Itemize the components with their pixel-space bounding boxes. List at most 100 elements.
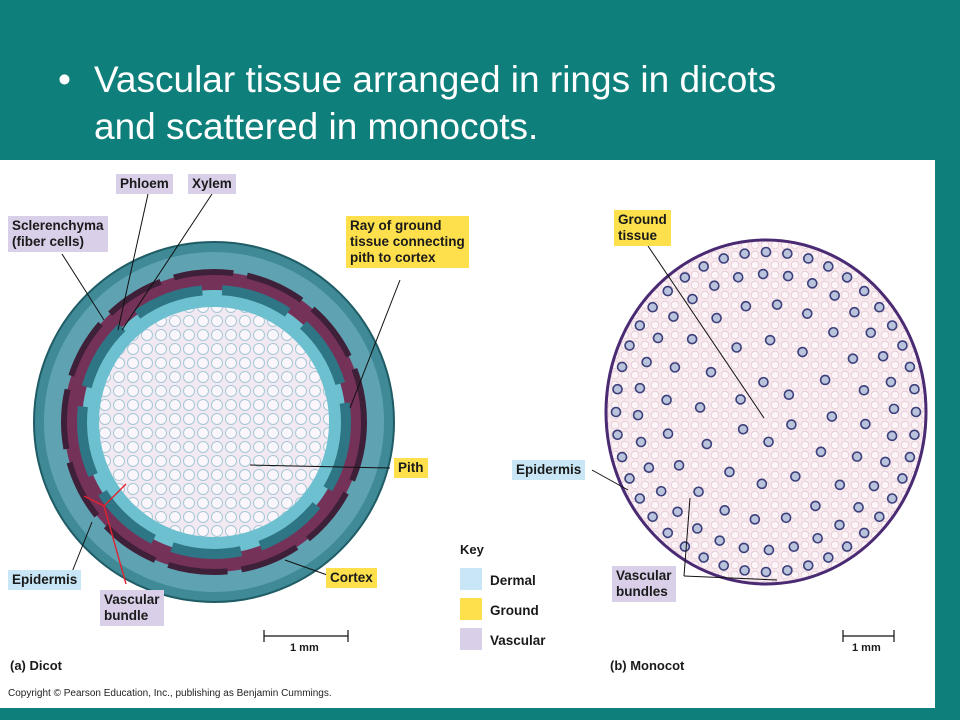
vascular-bundle-dot [904,361,916,373]
vascular-bundle-dot [763,544,775,556]
vascular-bundle-dot [782,248,793,259]
vascular-bundle-dot [668,311,679,322]
label-sclerenchyma: Sclerenchyma (fiber cells) [8,216,108,252]
dicot-scale-label: 1 mm [290,642,319,654]
vascular-bundle-dot [865,327,877,339]
vascular-bundle-dot [634,493,646,504]
vascular-bundle-dot [731,342,742,353]
vascular-bundle-dot [662,285,674,297]
vascular-bundle-dot [910,406,922,418]
vascular-bundle-dot [904,451,916,463]
vascular-bundle-dot [740,300,752,312]
vascular-bundle-dot [909,383,920,395]
vascular-bundle-dot [780,512,792,524]
vascular-bundle-dot [624,473,635,484]
vascular-bundle-dot [739,565,750,576]
vascular-bundle-dot [851,451,863,462]
dicot-pith [99,307,329,537]
vascular-bundle-dot [641,356,652,368]
vascular-bundle-dot [802,560,814,571]
vascular-bundle-dot [647,511,658,523]
vascular-bundle-dot [758,376,769,388]
vascular-bundle-dot [886,493,898,504]
vascular-bundle-dot [672,506,683,518]
vascular-bundle-dot [739,248,750,259]
vascular-bundle-dot [647,301,658,313]
vascular-bundle-dot [815,446,827,458]
vascular-bundle-dot [662,428,674,440]
vascular-bundle-dot [790,471,801,482]
vascular-bundle-dot [732,271,744,283]
vascular-bundle-dot [714,535,726,546]
vascular-bundle-dot [693,486,704,498]
dicot-caption: (a) Dicot [10,658,62,673]
vascular-bundle-dot [760,566,772,578]
vascular-bundle-dot [797,346,808,358]
vascular-bundle-dot [624,340,635,351]
vascular-bundle-dot [616,451,628,463]
vascular-bundle-dot [757,268,769,280]
vascular-bundle-dot [764,334,776,346]
vascular-bundle-dot [718,253,730,264]
label-ray-of-ground-tissue: Ray of ground tissue connecting pith to … [346,216,469,268]
vascular-bundle-dot [634,320,646,331]
vascular-bundle-dot [756,478,768,490]
vascular-bundle-dot [711,312,722,324]
vascular-bundle-dot [897,340,908,351]
vascular-bundle-dot [823,552,834,563]
vascular-bundle-dot [819,374,831,386]
vascular-bundle-dot [858,384,870,396]
vascular-bundle-dot [655,485,667,497]
vascular-bundle-dot [701,438,713,450]
vascular-bundle-dot [652,332,664,344]
key-label-ground: Ground [490,603,539,618]
vascular-bundle-dot [719,505,730,516]
vascular-bundle-dot [718,560,730,571]
vascular-bundle-dot [880,456,891,468]
key-title: Key [460,542,484,557]
label-ground-tissue: Ground tissue [614,210,671,246]
monocot-stem [604,238,928,586]
vascular-bundle-dot [735,394,746,405]
vascular-bundle-dot [705,366,717,378]
vascular-bundle-dot [806,278,818,289]
figure-drawing [33,193,928,642]
vascular-bundle-dot [874,511,885,523]
label-dicot-epidermis: Epidermis [8,570,82,590]
stem-cross-section-figure: Phloem Xylem Sclerenchyma (fiber cells) … [0,160,935,708]
vascular-bundle-dot [692,523,703,534]
key-swatch-vascular [460,628,482,650]
vascular-bundle-dot [885,376,897,388]
vascular-bundle-dot [612,383,623,395]
vascular-bundle-dot [760,246,772,258]
vascular-bundle-dot [679,272,691,283]
vascular-bundle-dot [643,462,655,473]
vascular-bundle-bracket [83,483,127,585]
vascular-bundle-dot [786,419,797,430]
vascular-bundle-dot [737,423,749,435]
vascular-bundle-dot [841,272,853,283]
vascular-bundle-dot [877,351,889,362]
vascular-bundle-dot [763,436,774,448]
vascular-bundle-dot [888,403,900,415]
vascular-bundle-dot [788,541,800,553]
label-vascular-bundles: Vascular bundles [612,566,676,602]
vascular-bundle-dot [662,527,674,539]
vascular-bundle-dot [860,418,871,430]
title-bullet: • [58,59,71,100]
vascular-bundle-dot [834,519,845,531]
vascular-bundle-dot [709,280,720,292]
vascular-bundle-dot [698,261,709,272]
vascular-bundle-dot [679,541,691,552]
monocot-caption: (b) Monocot [610,658,685,673]
vascular-bundle-dot [771,299,783,310]
vascular-bundle-dot [849,306,860,318]
vascular-bundle-dot [802,308,813,319]
label-cortex: Cortex [326,568,377,588]
vascular-bundle-dot [841,541,853,552]
title-text: Vascular tissue arranged in rings in dic… [94,59,777,147]
vascular-bundle-dot [828,326,839,338]
vascular-bundle-dot [694,402,706,413]
vascular-bundle-dot [834,479,846,491]
vascular-bundle-dot [823,261,834,272]
